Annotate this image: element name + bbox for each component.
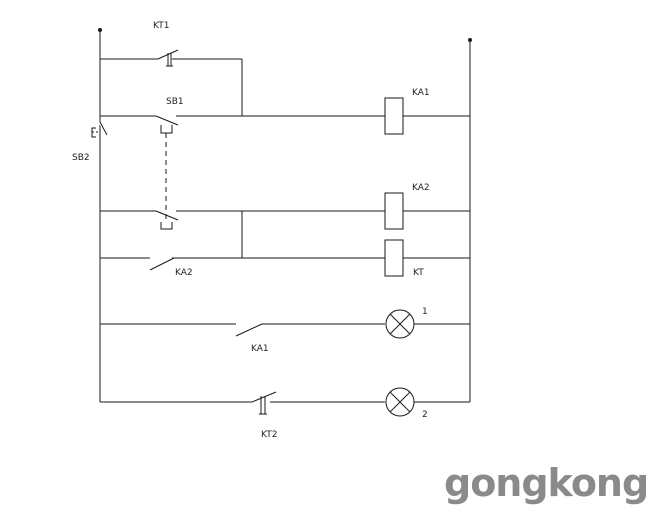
ka2-contact-label: KA2 [175,268,193,278]
ka1-contact-label: KA1 [251,344,269,354]
left-power-rail [98,28,102,402]
sb1-start-button [100,115,242,222]
ka1-coil [242,97,470,135]
sb2-label: SB2 [72,153,90,163]
kt-coil-label: KT [413,268,424,278]
watermark-text: gongkong [444,461,648,505]
ka2-contact [100,257,385,271]
right-power-rail [468,38,472,402]
kt2-timer-contact [100,391,385,415]
kt1-label: KT1 [153,21,169,31]
kt-coil [384,239,470,277]
sb1-second-contact [100,210,242,230]
kt2-label: KT2 [261,430,277,440]
lamp-2 [385,387,470,417]
kt1-timer-contact [100,49,243,116]
sb2-stop-button [91,121,108,138]
ka1-coil-label: KA1 [412,88,430,98]
ka2-coil [241,192,470,258]
ka2-coil-label: KA2 [412,183,430,193]
sb1-label: SB1 [166,97,184,107]
lamp-2-label: 2 [422,410,428,420]
lamp-1 [385,309,470,339]
lamp-1-label: 1 [422,307,428,317]
ka1-contact [100,323,385,337]
